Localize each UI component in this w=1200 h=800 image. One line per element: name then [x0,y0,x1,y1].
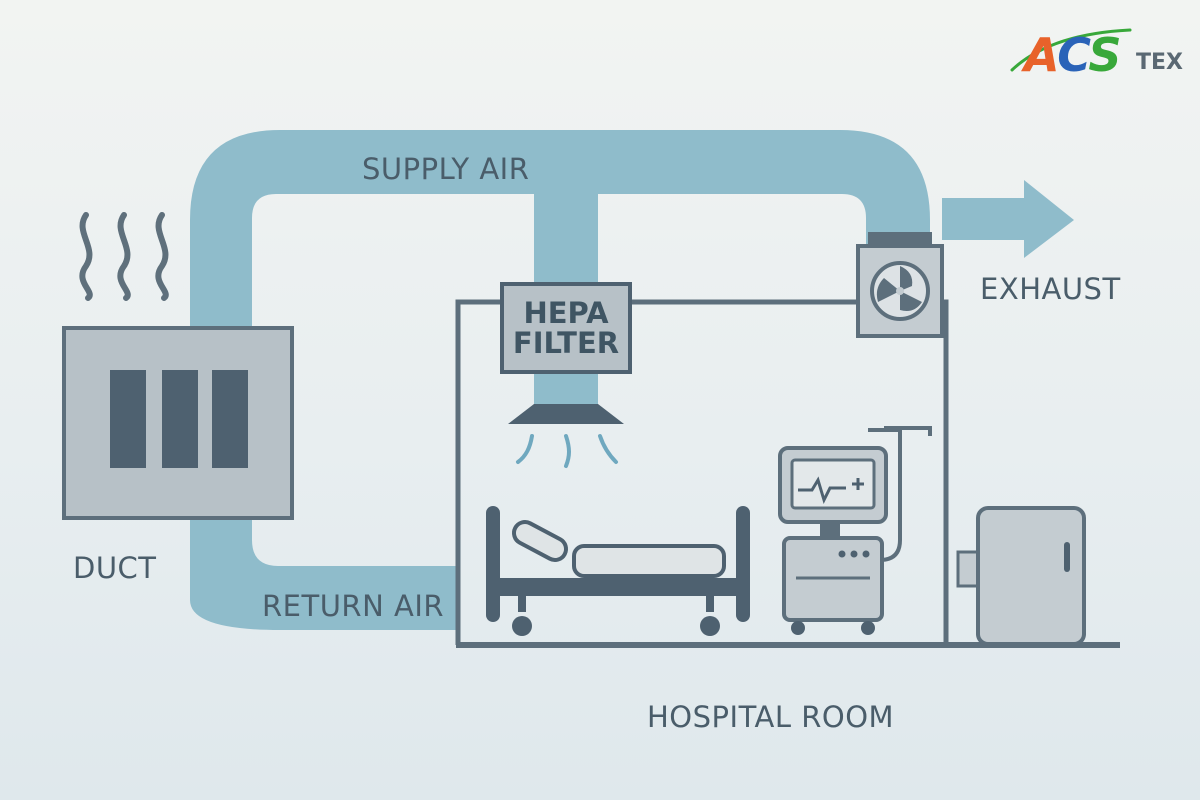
logo-letter-c: C [1057,28,1089,82]
hepa-filter-label: HEPA FILTER [504,298,628,359]
diffuser-icon [508,404,624,468]
hepa-label-line1: HEPA [523,296,609,330]
return-air-label: RETURN AIR [262,589,445,623]
cabinet-icon [956,506,1086,646]
exhaust-arrow-icon [942,180,1074,258]
bed-icon [486,506,750,636]
duct-loop [190,130,930,630]
diffuser-neck [534,372,598,406]
acstex-logo: ACS TEX [1004,24,1194,84]
fan-icon [856,232,944,338]
exhaust-label: EXHAUST [980,272,1121,306]
logo-letter-a: A [1024,28,1058,82]
logo-letter-s: S [1088,28,1121,82]
logo-swoosh-icon [1010,28,1132,72]
supply-air-label: SUPPLY AIR [362,152,530,186]
logo-wordmark: ACS [1024,32,1121,78]
duct-unit [62,326,294,520]
hospital-room-label: HOSPITAL ROOM [647,700,895,734]
logo-suffix: TEX [1136,50,1183,75]
duct-label: DUCT [73,551,157,585]
heat-waves-icon [79,212,169,301]
hepa-filter-box [500,282,632,374]
monitor-icon [778,426,932,635]
supply-drop-duct [534,194,598,284]
room-walls [455,299,949,645]
hepa-label-line2: FILTER [512,326,620,361]
